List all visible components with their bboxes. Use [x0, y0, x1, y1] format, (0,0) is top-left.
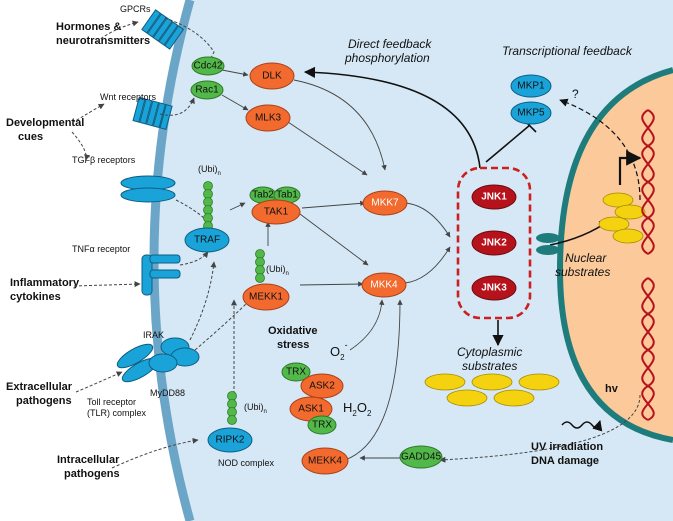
label-hormones: Hormones & neurotransmitters — [56, 21, 150, 47]
node-trx-bottom: TRX — [307, 415, 337, 435]
svg-text:JNK3: JNK3 — [481, 283, 507, 294]
svg-text:JNK1: JNK1 — [481, 192, 507, 203]
svg-text:MKP1: MKP1 — [517, 81, 545, 92]
node-mkk7: MKK7 — [362, 190, 408, 216]
annotation-uv-dna-damage: UV irradiation DNA damage — [531, 441, 606, 467]
cytoplasmic-substrate-ovals — [424, 373, 560, 407]
svg-text:MKP5: MKP5 — [517, 108, 545, 119]
node-mekk1: MEKK1 — [242, 283, 290, 311]
label-tnfa: TNFα receptor — [72, 244, 130, 254]
label-developmental: Developmental cues — [6, 117, 87, 143]
svg-text:Rac1: Rac1 — [195, 85, 219, 96]
annotation-transcriptional-feedback: Transcriptional feedback — [502, 44, 633, 58]
node-tab1: Tab1 — [273, 186, 301, 204]
node-gadd45: GADD45 — [399, 445, 443, 469]
annotation-direct-feedback: Direct feedback phosphorylation — [344, 37, 435, 65]
label-extracellular: Extracellular pathogens — [6, 381, 75, 407]
label-tgfb: TGFβ receptors — [72, 155, 136, 165]
tgfb-receptor — [120, 175, 176, 203]
node-dlk: DLK — [249, 62, 295, 90]
dashed-input-arrows — [71, 17, 251, 469]
ubiquitin-chain-ripk2 — [227, 391, 237, 425]
cytoplasm — [154, 0, 673, 521]
annotation-cytoplasmic-substrates: Cytoplasmic substrates — [457, 345, 526, 373]
annotation-nuclear-substrates: Nuclear substrates — [555, 251, 610, 279]
label-tlr: Toll receptor (TLR) complex — [87, 397, 147, 418]
annotation-question: ? — [572, 87, 579, 101]
wnt-receptor — [132, 96, 173, 130]
node-mkp5: MKP5 — [510, 101, 552, 125]
gpcr-receptor — [141, 9, 185, 50]
svg-text:ASK1: ASK1 — [298, 404, 324, 415]
node-rac1: Rac1 — [190, 80, 224, 100]
node-ask2: ASK2 — [300, 373, 344, 399]
dna-helix-lower — [641, 277, 655, 421]
label-myd88: MyDD88 — [150, 388, 185, 398]
uv-dna-damage-arrow — [439, 394, 641, 463]
svg-text:DLK: DLK — [262, 71, 282, 82]
jnk-box — [456, 166, 532, 320]
node-mekk4: MEKK4 — [301, 447, 349, 475]
svg-text:GADD45: GADD45 — [401, 452, 441, 463]
svg-text:MEKK1: MEKK1 — [249, 292, 283, 303]
svg-text:MKK7: MKK7 — [371, 198, 399, 209]
annotation-h2o2: H2O2 — [343, 400, 372, 418]
ubi-label-mekk1: (Ubi)n — [266, 264, 289, 277]
node-jnk3: JNK3 — [471, 275, 517, 301]
signaling-arrows — [221, 69, 451, 461]
node-trx-top: TRX — [281, 362, 311, 382]
label-wnt: Wnt receptors — [100, 92, 157, 102]
node-mlk3: MLK3 — [245, 104, 291, 132]
node-tak1: TAK1 — [251, 199, 301, 225]
nuclear-substrate-ovals — [598, 192, 646, 244]
svg-text:TRX: TRX — [286, 367, 306, 378]
ubiquitin-chain-mekk1 — [255, 249, 265, 283]
svg-text:MKK4: MKK4 — [370, 280, 398, 291]
annotation-o2: O2- — [330, 340, 348, 362]
node-mkp1: MKP1 — [510, 74, 552, 98]
dna-helix-upper — [641, 109, 655, 255]
svg-text:Tab2: Tab2 — [252, 190, 274, 201]
tnfa-receptor — [141, 254, 181, 296]
annotation-hv: hv — [605, 383, 619, 395]
svg-text:MLK3: MLK3 — [255, 113, 282, 124]
uv-light-arrow — [561, 419, 603, 432]
transcriptional-feedback-arrow — [559, 98, 641, 201]
toll-receptor — [116, 337, 200, 383]
node-mkk4: MKK4 — [361, 272, 407, 298]
svg-text:TRX: TRX — [312, 420, 332, 431]
node-cdc42: Cdc42 — [191, 56, 225, 76]
label-irak: IRAK — [143, 330, 164, 340]
node-jnk1: JNK1 — [471, 184, 517, 210]
svg-text:TAK1: TAK1 — [264, 207, 289, 218]
svg-text:RIPK2: RIPK2 — [216, 435, 245, 446]
svg-text:MEKK4: MEKK4 — [308, 456, 342, 467]
ubi-label-traf: (Ubi)n — [198, 164, 221, 177]
node-traf: TRAF — [184, 227, 230, 253]
label-nod: NOD complex — [218, 458, 275, 468]
svg-text:Cdc42: Cdc42 — [194, 61, 223, 72]
svg-text:ASK2: ASK2 — [309, 381, 335, 392]
node-ripk2: RIPK2 — [207, 427, 253, 453]
svg-text:TRAF: TRAF — [194, 235, 220, 246]
svg-text:Tab1: Tab1 — [276, 190, 298, 201]
node-jnk2: JNK2 — [471, 230, 517, 256]
svg-text:JNK2: JNK2 — [481, 238, 507, 249]
ubi-label-ripk2: (Ubi)n — [244, 402, 267, 415]
label-intracellular: Intracellular pathogens — [57, 454, 122, 480]
nuclear-pore — [536, 233, 560, 255]
annotation-oxidative-stress: Oxidative stress — [268, 325, 321, 351]
nuclear-envelope — [556, 67, 673, 443]
label-gpcrs: GPCRs — [120, 4, 151, 14]
label-inflammatory: Inflammatory cytokines — [10, 277, 82, 303]
transcription-start-arrow — [618, 150, 642, 185]
